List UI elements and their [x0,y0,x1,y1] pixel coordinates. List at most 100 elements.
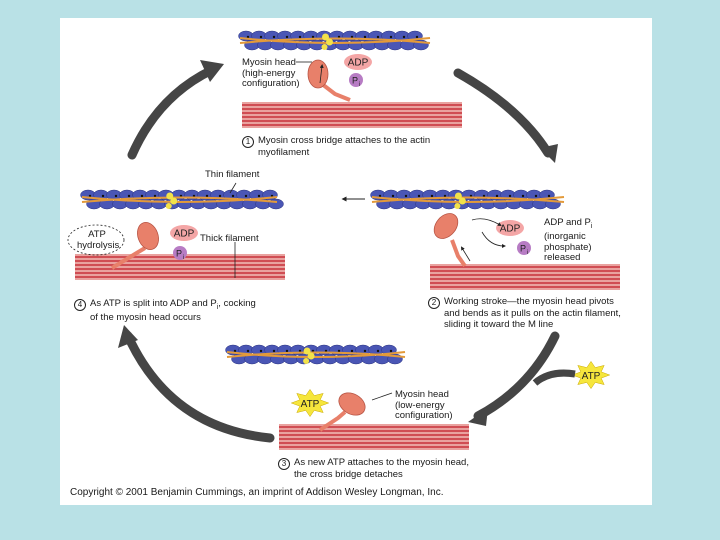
pi-step-2 [517,241,531,255]
actin-site [443,194,447,198]
actin-site [285,35,289,39]
tropomyosin-strand [239,37,431,44]
thick-filament-label: Thick filament [200,233,259,244]
myosin-head-globe [307,59,329,89]
thick-filament-body [242,102,462,128]
pi-step-4-subscript: i [183,255,184,261]
tropomyosin-strand [81,196,278,203]
tropomyosin-strand [81,196,278,203]
actin-site [391,194,395,198]
actin-site [350,349,354,353]
thin-filament-step-1 [238,30,431,51]
actin-site [259,35,263,39]
actin-site [153,194,157,198]
step-4-number: 4 [74,299,86,311]
pi-step-1 [349,73,363,87]
tropomyosin-strand [226,351,406,358]
adp-step-4-text: ADP [174,229,195,240]
actin-site [508,194,512,198]
troponin [165,203,172,209]
myosin-neck [110,246,147,270]
actin-site [218,194,222,198]
cycle-arrow-top-left [127,65,217,160]
actin-site [272,35,276,39]
thick-filament-step-3 [279,424,469,450]
actin-site [404,194,408,198]
adp-pi-released-label: ADP and Pi (inorganic phosphate) release… [544,217,593,264]
actin-site [311,35,315,39]
myosin-head-globe [338,392,366,416]
thick-filament-step-1 [242,102,462,128]
actin-site [298,349,302,353]
atp-entry-arrow [532,369,576,386]
troponin [454,203,461,209]
cycle-arrowhead-bottom-left [118,325,138,348]
troponin [307,352,315,360]
pi-step-2-text: P [520,244,526,254]
pi-step-4-text: P [176,249,182,259]
troponin [454,192,462,200]
tropomyosin-strand [239,37,431,44]
cycle-arrowhead-top-left [200,60,224,82]
actin-site [127,194,131,198]
thin-filament-step-2 [370,189,565,210]
actin-site [363,35,367,39]
actin-site [547,194,551,198]
actin-site [244,194,248,198]
atp-hydrolysis-label: ATP hydrolysis [77,229,120,251]
cycle-arrowhead-bottom-right [468,408,488,426]
actin-site [350,35,354,39]
troponin [326,38,333,46]
actin-site [231,194,235,198]
cycle-arrowhead-top-right [540,144,558,163]
troponin [303,347,311,355]
troponin [458,197,466,205]
cycle-arrow-bottom-right [473,331,560,421]
actin-site [430,194,434,198]
release-arrow-lower [481,231,506,248]
tropomyosin-strand [371,196,565,203]
thick-filament-step-2 [430,264,620,290]
leader-thin-filament [229,182,237,194]
myosin-head-high-label: Myosin head (high-energy configuration) [242,57,300,89]
adp-step-2 [496,220,524,236]
actin-site [298,35,302,39]
troponin [166,192,174,200]
adp-step-1 [344,54,372,70]
myosin-head-globe [433,213,459,239]
pi-step-4 [173,246,187,260]
pi-step-2-subscript: i [527,250,528,256]
attach-arrow [319,64,324,84]
myosin-head-step-2 [433,213,467,268]
atp-entering-text: ATP [582,371,601,382]
actin-site [140,194,144,198]
actin-site [205,194,209,198]
copyright-notice: Copyright © 2001 Benjamin Cummings, an i… [70,487,444,498]
actin-site [495,194,499,198]
tropomyosin-strand [371,196,565,203]
actin-site [259,349,263,353]
actin-site [415,35,419,39]
pi-step-1-subscript: i [359,82,360,88]
troponin [170,197,178,205]
actin-site [114,194,118,198]
actin-site [285,349,289,353]
troponin [303,358,310,364]
actin-site [88,194,92,198]
actin-site [246,35,250,39]
troponin [322,33,329,41]
actin-site [482,194,486,198]
thin-filament-step-4 [80,189,284,210]
troponin [321,44,328,50]
actin-site [272,349,276,353]
adp-step-4 [170,225,198,241]
myosin-head-low-label: Myosin head (low-energy configuration) [395,389,453,421]
actin-site [376,349,380,353]
myosin-neck [320,82,351,102]
atp-step-3 [290,388,330,418]
atp-hydrolysis-ellipse [67,224,125,256]
